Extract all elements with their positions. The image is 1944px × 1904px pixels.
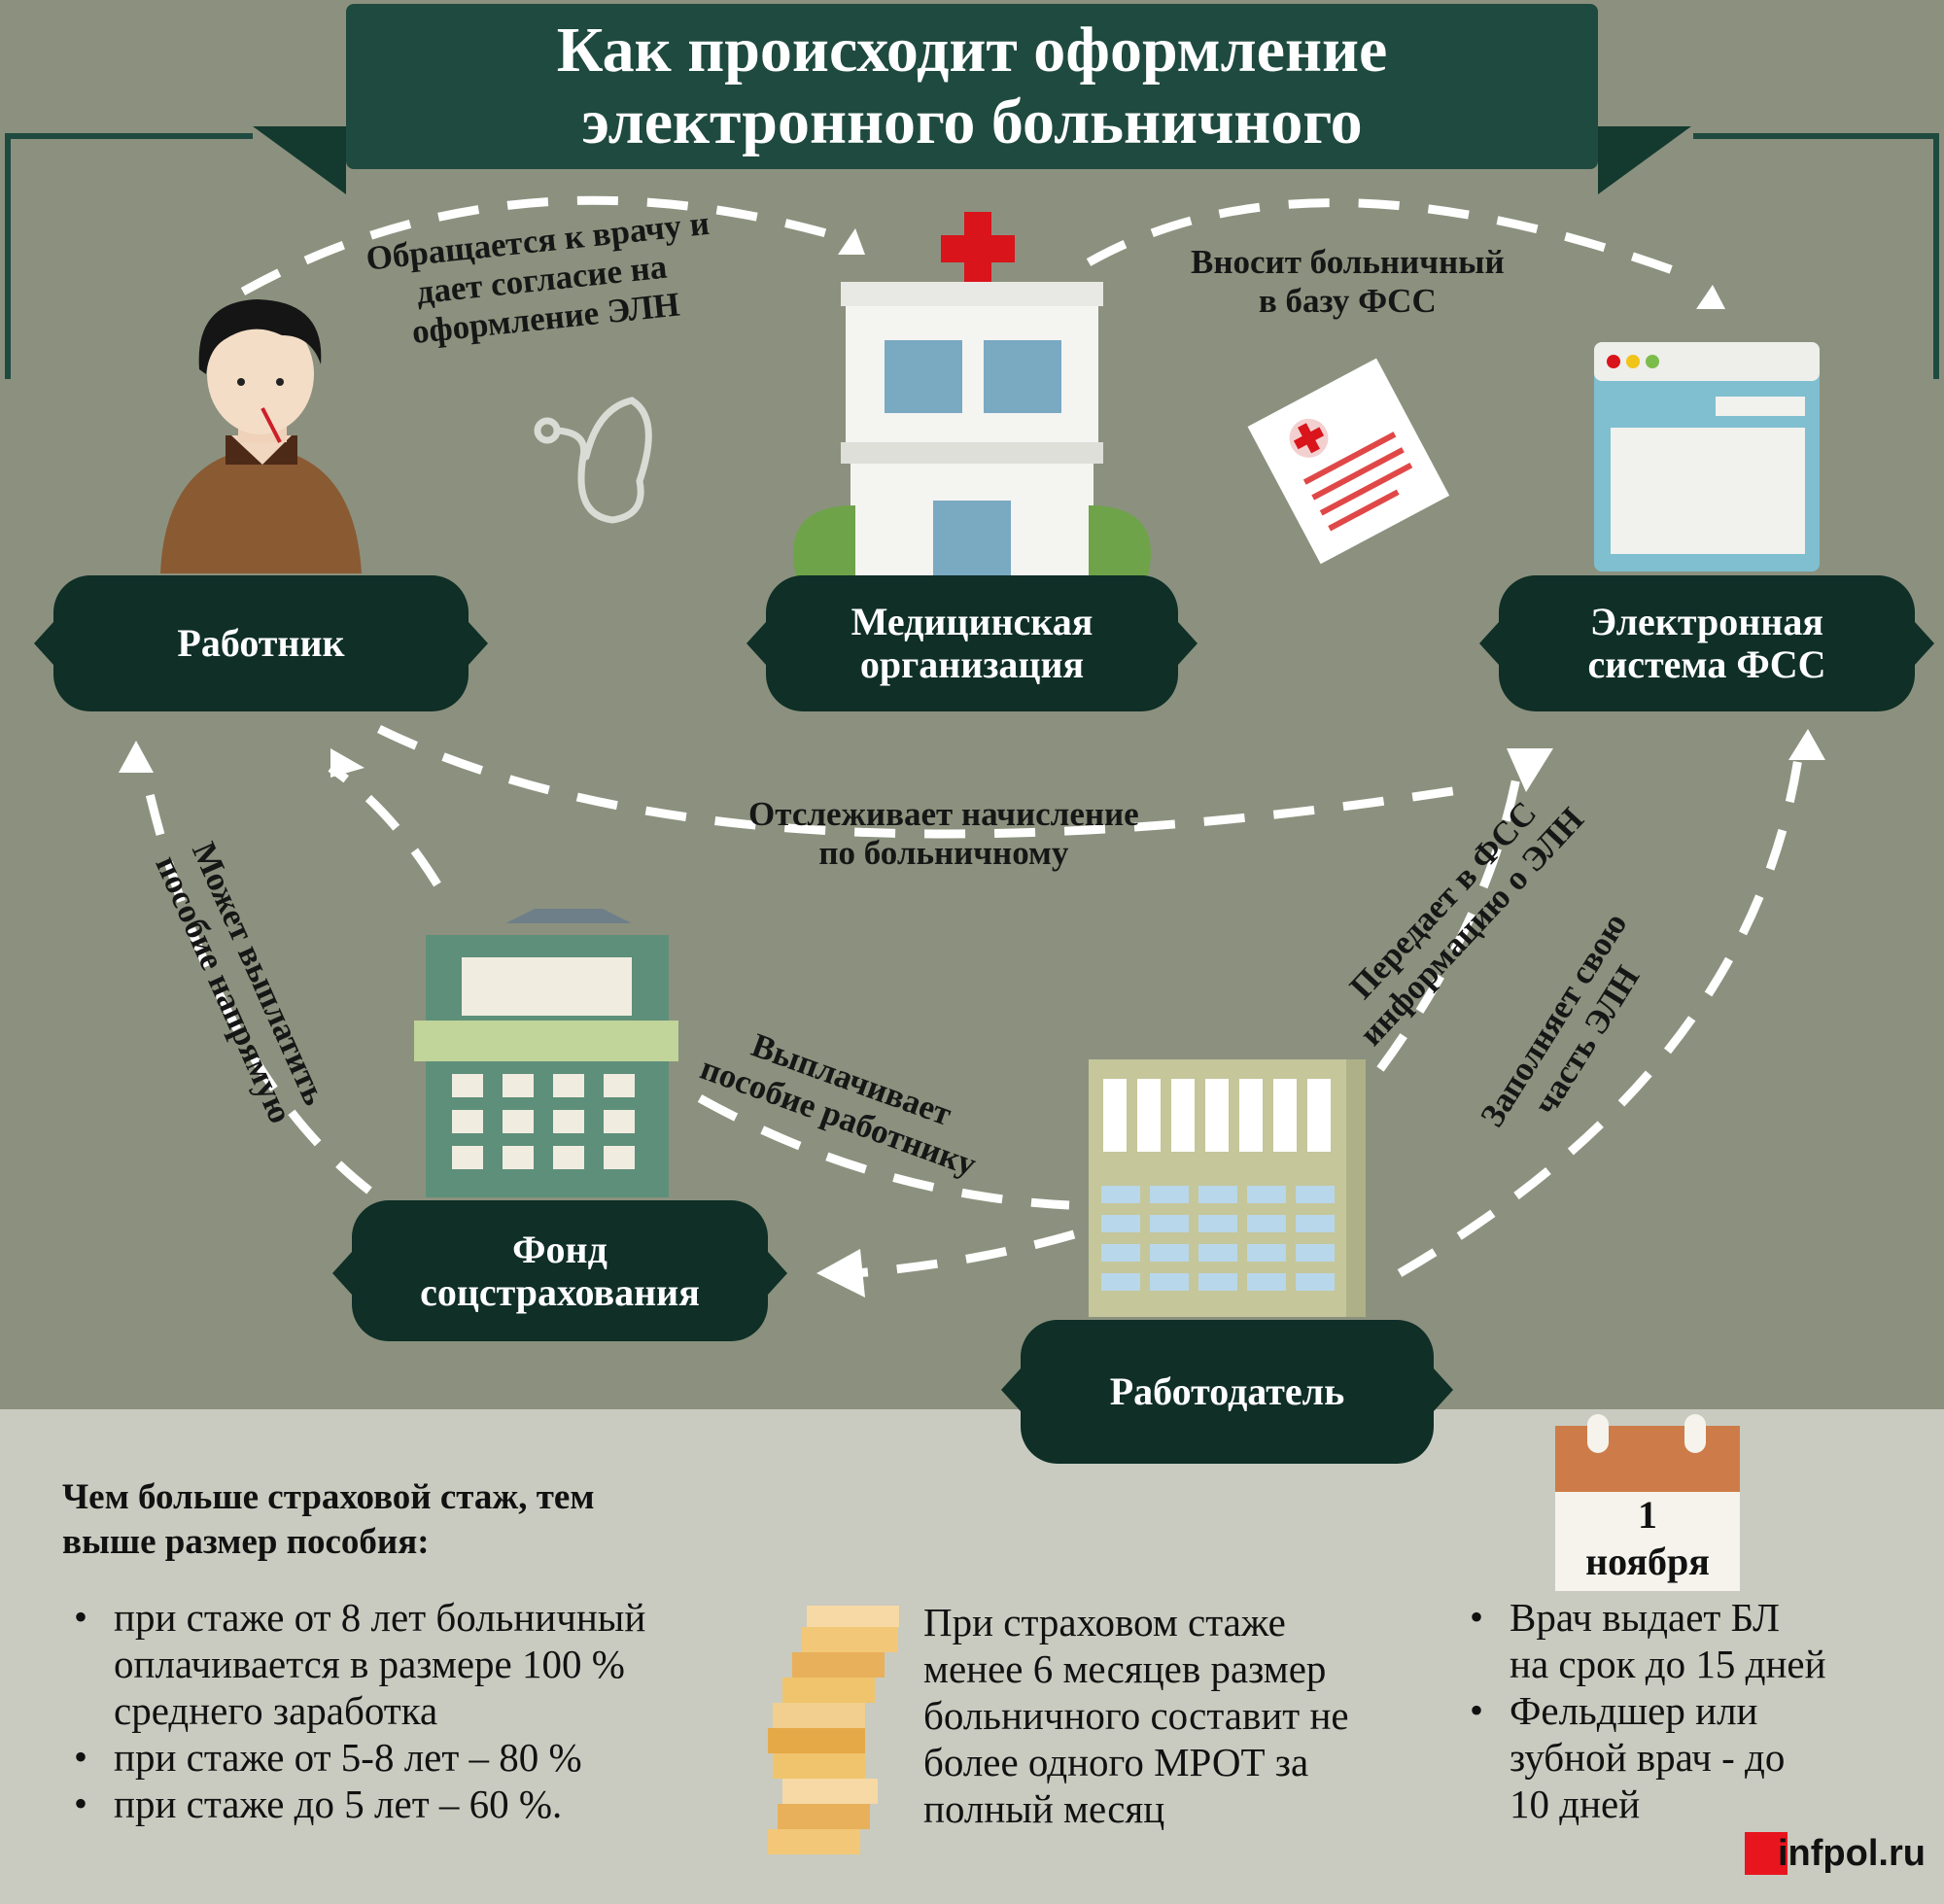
list-item-line: зубной врач - до [1510, 1735, 1786, 1780]
list-item-line: среднего заработка [114, 1688, 438, 1733]
node-tip [1434, 1368, 1453, 1411]
medical-document-icon [1247, 358, 1450, 565]
seniority-heading: Чем больше страховой стаж, тем выше разм… [62, 1475, 595, 1565]
list-item-line: при стаже от 8 лет больничный [114, 1595, 646, 1640]
node-tip [34, 622, 53, 665]
mrot-note: При страховом стаже менее 6 месяцев разм… [923, 1599, 1429, 1832]
calendar-day: 1 [1638, 1493, 1657, 1537]
node-tip [1479, 622, 1499, 665]
list-item-line: на срок до 15 дней [1510, 1642, 1826, 1686]
mrot-note-line-5: полный месяц [923, 1786, 1165, 1831]
node-fund-label-2: соцстрахования [420, 1269, 700, 1314]
person-with-thermometer-icon [160, 299, 362, 573]
list-item: Фельдшер или зубной врач - до 10 дней [1458, 1687, 1925, 1827]
node-fss-system: Электронная система ФСС [1499, 575, 1915, 711]
arrow-transfer [1376, 777, 1521, 1072]
arrowhead-consult [838, 228, 865, 255]
seniority-heading-line-1: Чем больше страховой стаж, тем [62, 1477, 595, 1517]
arrow-consult [240, 195, 828, 295]
node-tip [332, 1252, 352, 1295]
hospital-building-icon [793, 212, 1151, 580]
node-medical-label-2: организация [859, 642, 1085, 686]
node-medical: Медицинская организация [766, 575, 1178, 711]
mrot-note-line-2: менее 6 месяцев размер [923, 1646, 1327, 1691]
office-building-icon [1089, 1059, 1366, 1317]
list-item: при стаже от 8 лет больничный оплачивает… [62, 1594, 801, 1734]
mrot-note-line-1: При страховом стаже [923, 1600, 1286, 1644]
arrowhead-enter-db [1696, 285, 1725, 309]
node-fss-label-1: Электронная [1590, 600, 1823, 643]
node-tip [1001, 1368, 1021, 1411]
node-tip [1915, 622, 1934, 665]
seniority-list: при стаже от 8 лет больничный оплачивает… [62, 1594, 801, 1827]
calendar-month: ноября [1585, 1540, 1710, 1583]
duration-list: Врач выдает БЛ на срок до 15 дней Фельдш… [1458, 1594, 1925, 1827]
node-fund-label-1: Фонд [512, 1227, 608, 1271]
arrowhead-worker-1 [119, 741, 154, 773]
flow-track-line-2: по больничному [818, 834, 1069, 872]
seniority-heading-line-2: выше размер пособия: [62, 1522, 430, 1562]
node-fund: Фонд соцстрахования [352, 1200, 768, 1341]
ribbon-fold-left [253, 126, 346, 194]
node-worker-label: Работник [177, 621, 345, 665]
node-tip [768, 1252, 787, 1295]
page-title-line-2: электронного больничного [581, 87, 1363, 157]
list-item-line: Врач выдает БЛ [1510, 1595, 1780, 1640]
brand-logo: infpol.ru [1745, 1827, 1926, 1880]
list-item-line: при стаже от 5-8 лет – 80 % [114, 1735, 582, 1780]
title-banner: Как происходит оформление электронного б… [346, 4, 1598, 169]
node-medical-label-1: Медицинская [850, 600, 1094, 643]
node-employer: Работодатель [1021, 1320, 1434, 1464]
arrowhead-worker-2 [330, 748, 364, 778]
brand-mark [1745, 1832, 1788, 1875]
arrowhead-fill [1788, 729, 1825, 760]
ribbon-fold-right [1598, 126, 1691, 194]
fund-building-icon [414, 909, 678, 1197]
list-item: при стаже от 5-8 лет – 80 % [62, 1734, 801, 1781]
list-item-line: Фельдшер или [1510, 1688, 1758, 1733]
arrow-fill [1397, 757, 1803, 1277]
arrowhead-fund [816, 1249, 865, 1298]
node-tip [1178, 622, 1198, 665]
flow-track-line-1: Отслеживает начисление [748, 795, 1139, 833]
node-employer-label: Работодатель [1109, 1369, 1345, 1413]
list-item-line: при стаже до 5 лет – 60 %. [114, 1782, 563, 1826]
arrowhead-track [1507, 748, 1553, 792]
flow-track: Отслеживает начисление по больничному [748, 795, 1139, 873]
node-tip [746, 622, 766, 665]
calendar-icon [1555, 1414, 1740, 1591]
mrot-note-line-4: более одного МРОТ за [923, 1740, 1309, 1784]
list-item: при стаже до 5 лет – 60 %. [62, 1781, 801, 1827]
list-item-line: оплачивается в размере 100 % [114, 1642, 625, 1686]
arrow-enter-db [1086, 198, 1693, 282]
browser-window-icon [1594, 342, 1820, 571]
flow-enter-db-line-1: Вносит больничный [1191, 243, 1505, 281]
mrot-note-line-3: больничного составит не [923, 1693, 1349, 1738]
list-item: Врач выдает БЛ на срок до 15 дней [1458, 1594, 1925, 1687]
node-fss-label-2: система ФСС [1587, 642, 1826, 686]
page-title-line-1: Как происходит оформление [556, 15, 1388, 86]
flow-enter-db: Вносит больничный в базу ФСС [1191, 243, 1505, 321]
node-worker: Работник [53, 575, 469, 711]
flow-enter-db-line-2: в базу ФСС [1258, 282, 1437, 320]
arrow-fund-to-worker [328, 764, 441, 887]
calendar-date: 1 ноября [1555, 1492, 1740, 1585]
node-tip [469, 622, 488, 665]
stethoscope-icon [534, 397, 652, 524]
list-item-line: 10 дней [1510, 1782, 1641, 1826]
arrow-pay-direct [141, 776, 372, 1194]
arrow-employer-to-fund [854, 1229, 1076, 1278]
brand-text: infpol.ru [1778, 1832, 1926, 1874]
frame-lines [5, 133, 1939, 379]
